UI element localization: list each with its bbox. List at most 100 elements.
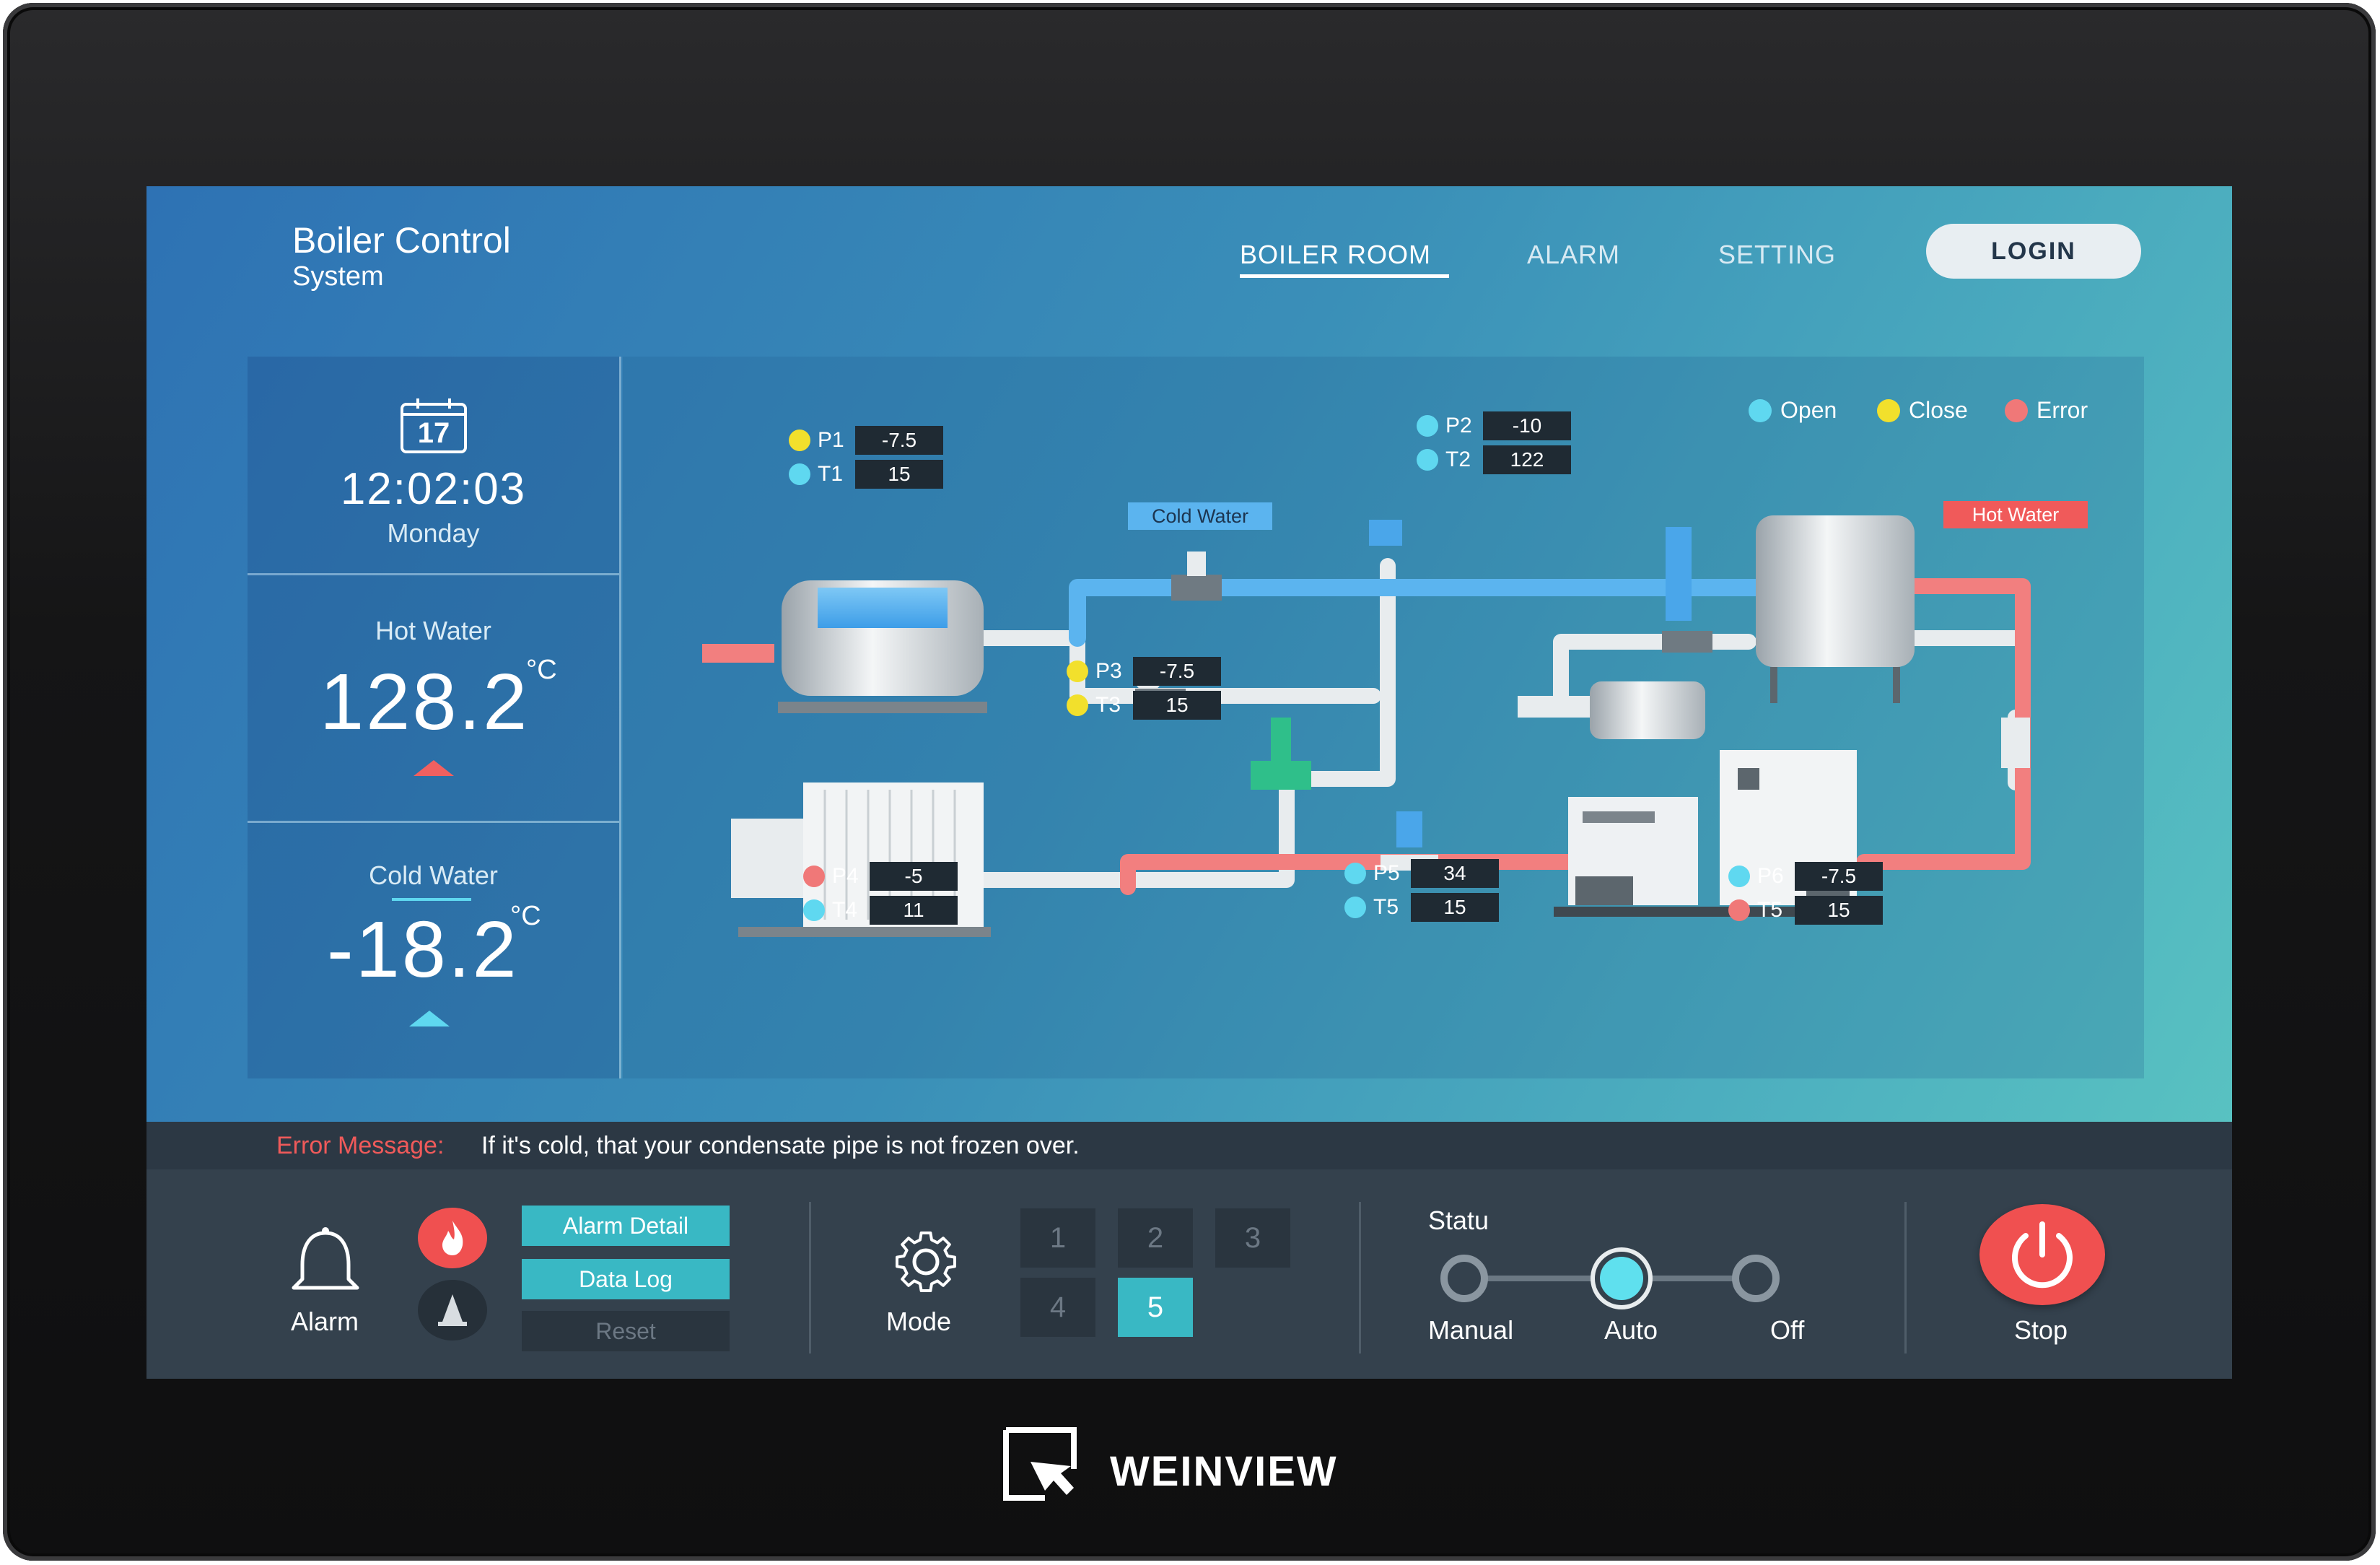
error-message-bar: Error Message: If it's cold, that your c… <box>146 1122 2232 1169</box>
cold-water-tag: Cold Water <box>1128 502 1272 530</box>
clock-time: 12:02:03 <box>340 464 527 514</box>
reset-button[interactable]: Reset <box>522 1311 730 1351</box>
hot-water-unit: °C <box>526 655 557 685</box>
sensor-label: P1 <box>818 428 844 452</box>
sensor-value: -10 <box>1483 411 1571 440</box>
legend-open: Open <box>1749 397 1837 424</box>
sensor-p6: P6-7.5 <box>1728 862 1883 891</box>
weinview-logo-icon <box>1003 1427 1077 1501</box>
arrow-up-icon <box>414 760 454 776</box>
tab-boiler-room[interactable]: BOILER ROOM <box>1240 240 1432 269</box>
sensor-status-dot <box>1067 694 1088 716</box>
sensor-value: 15 <box>1411 893 1499 922</box>
sensor-label: P4 <box>832 864 859 888</box>
sensor-value: 122 <box>1483 445 1571 474</box>
sensor-label: P3 <box>1095 659 1122 683</box>
status-slider[interactable] <box>1438 1246 1785 1311</box>
sensor-label: P5 <box>1373 861 1400 885</box>
cold-water-value: -18.2 <box>327 905 519 994</box>
sensor-status-dot <box>1728 866 1750 887</box>
cold-water-panel: Cold Water -18.2 °C <box>248 823 619 1078</box>
mode-button-1[interactable]: 1 <box>1020 1208 1095 1268</box>
sensor-status-dot <box>1728 899 1750 921</box>
error-label: Error Message: <box>276 1132 445 1159</box>
sensor-label: T5 <box>1373 895 1399 919</box>
error-dot <box>2005 398 2028 422</box>
column-separator <box>619 357 621 1078</box>
divider <box>248 573 619 575</box>
sensor-status-dot <box>789 463 810 485</box>
status-manual[interactable]: Manual <box>1428 1315 1514 1345</box>
legend-close-label: Close <box>1909 397 1968 423</box>
cold-water-underline <box>392 898 471 901</box>
gear-icon[interactable] <box>885 1226 966 1298</box>
power-icon <box>2012 1221 2073 1289</box>
sensor-value: -5 <box>870 862 958 891</box>
mode-button-5[interactable]: 5 <box>1118 1278 1193 1337</box>
fire-alarm-button[interactable] <box>418 1208 487 1268</box>
hot-water-tag: Hot Water <box>1943 501 2088 528</box>
close-dot <box>1877 398 1900 422</box>
status-off[interactable]: Off <box>1770 1315 1805 1345</box>
divider <box>248 821 619 823</box>
mode-button-3[interactable]: 3 <box>1215 1208 1290 1268</box>
tab-setting[interactable]: SETTING <box>1718 240 1837 269</box>
sensor-label: T3 <box>1095 693 1121 717</box>
sensor-p1: P1 -7.5 <box>789 426 943 455</box>
bell-icon[interactable] <box>288 1226 363 1298</box>
sensor-status-dot <box>789 430 810 451</box>
alarm-label: Alarm <box>291 1307 359 1336</box>
sensor-label: T5 <box>1757 898 1783 922</box>
login-button[interactable]: LOGIN <box>1926 224 2141 279</box>
brand-name: WEINVIEW <box>1110 1448 1338 1495</box>
flame-icon <box>442 1221 463 1255</box>
cone-alarm-button[interactable] <box>418 1280 487 1341</box>
sensor-value: 11 <box>870 896 958 925</box>
alarm-detail-button[interactable]: Alarm Detail <box>522 1206 730 1246</box>
sensor-value: -7.5 <box>855 426 943 455</box>
stop-button[interactable] <box>1979 1204 2105 1305</box>
hot-water-panel: Hot Water 128.2 °C <box>248 575 619 821</box>
tab-alarm[interactable]: ALARM <box>1527 240 1621 269</box>
status-auto[interactable]: Auto <box>1604 1315 1658 1345</box>
control-bar: Alarm Alarm Detail Data Log Reset Mode 1… <box>146 1169 2232 1379</box>
legend-error-label: Error <box>2036 397 2088 423</box>
status-column: 17 12:02:03 Monday Hot Water 128.2 °C Co… <box>248 357 619 1078</box>
sensor-t5a: T5 15 <box>1344 893 1499 922</box>
hot-water-value: 128.2 <box>320 658 530 746</box>
active-tab-indicator <box>1240 274 1449 278</box>
status-title: Statu <box>1428 1206 1489 1235</box>
sensor-status-dot <box>1417 449 1438 471</box>
piping-schematic <box>702 515 2031 937</box>
calendar-day: 17 <box>417 417 450 449</box>
arrow-up-icon <box>409 1011 450 1026</box>
clock-panel: 17 12:02:03 Monday <box>248 357 619 573</box>
legend-close: Close <box>1877 397 1968 424</box>
sensor-label: T1 <box>818 462 844 486</box>
calendar-icon <box>401 398 467 453</box>
sensor-p3: P3 -7.5 <box>1067 657 1221 686</box>
boiler-diagram: Open Close Error <box>623 357 2144 1078</box>
clock-day: Monday <box>387 518 480 548</box>
sensor-value: -7.5 <box>1133 657 1221 686</box>
stop-label: Stop <box>2014 1315 2068 1345</box>
sensor-p2: P2-10 <box>1417 411 1571 440</box>
cold-water-title: Cold Water <box>369 860 498 890</box>
separator <box>1904 1202 1907 1353</box>
sensor-label: T4 <box>832 898 858 922</box>
mode-button-4[interactable]: 4 <box>1020 1278 1095 1337</box>
legend-error: Error <box>2005 397 2088 424</box>
data-log-button[interactable]: Data Log <box>522 1259 730 1299</box>
sensor-value: 15 <box>1133 691 1221 720</box>
brand-logo: WEINVIEW <box>1002 1426 1377 1505</box>
separator <box>809 1202 811 1353</box>
sensor-status-dot <box>803 899 825 921</box>
mode-button-2[interactable]: 2 <box>1118 1208 1193 1268</box>
cold-water-unit: °C <box>510 901 541 931</box>
error-text: If it's cold, that your condensate pipe … <box>481 1132 1080 1159</box>
open-dot <box>1749 398 1772 422</box>
